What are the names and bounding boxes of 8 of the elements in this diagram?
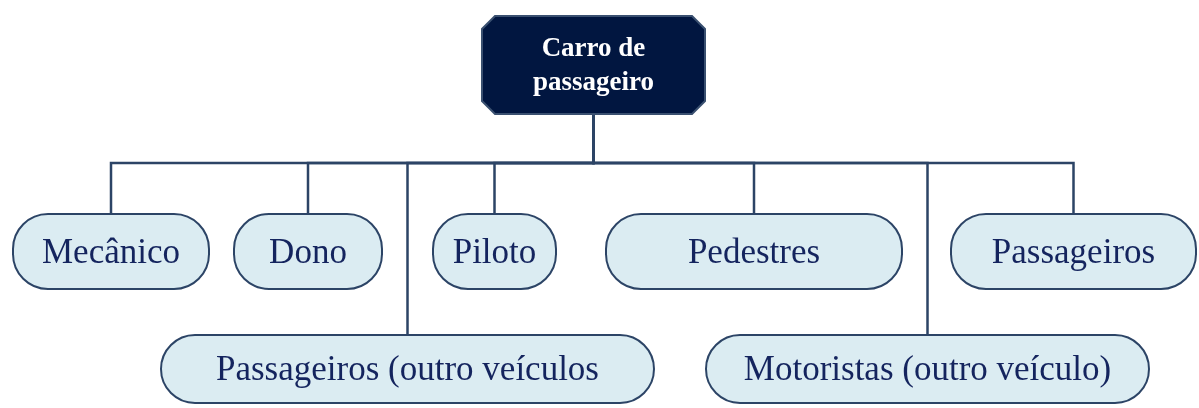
rounded-node: Passageiros [950,213,1197,290]
rounded-node: Dono [233,213,383,290]
rounded-node: Motoristas (outro veículo) [705,334,1150,404]
rounded-node: Piloto [432,213,557,290]
rounded-node: Mecânico [12,213,210,290]
node-label: Carro de passageiro [532,31,655,98]
rounded-node: Passageiros (outro veículos [160,334,655,404]
rounded-node: Pedestres [605,213,903,290]
